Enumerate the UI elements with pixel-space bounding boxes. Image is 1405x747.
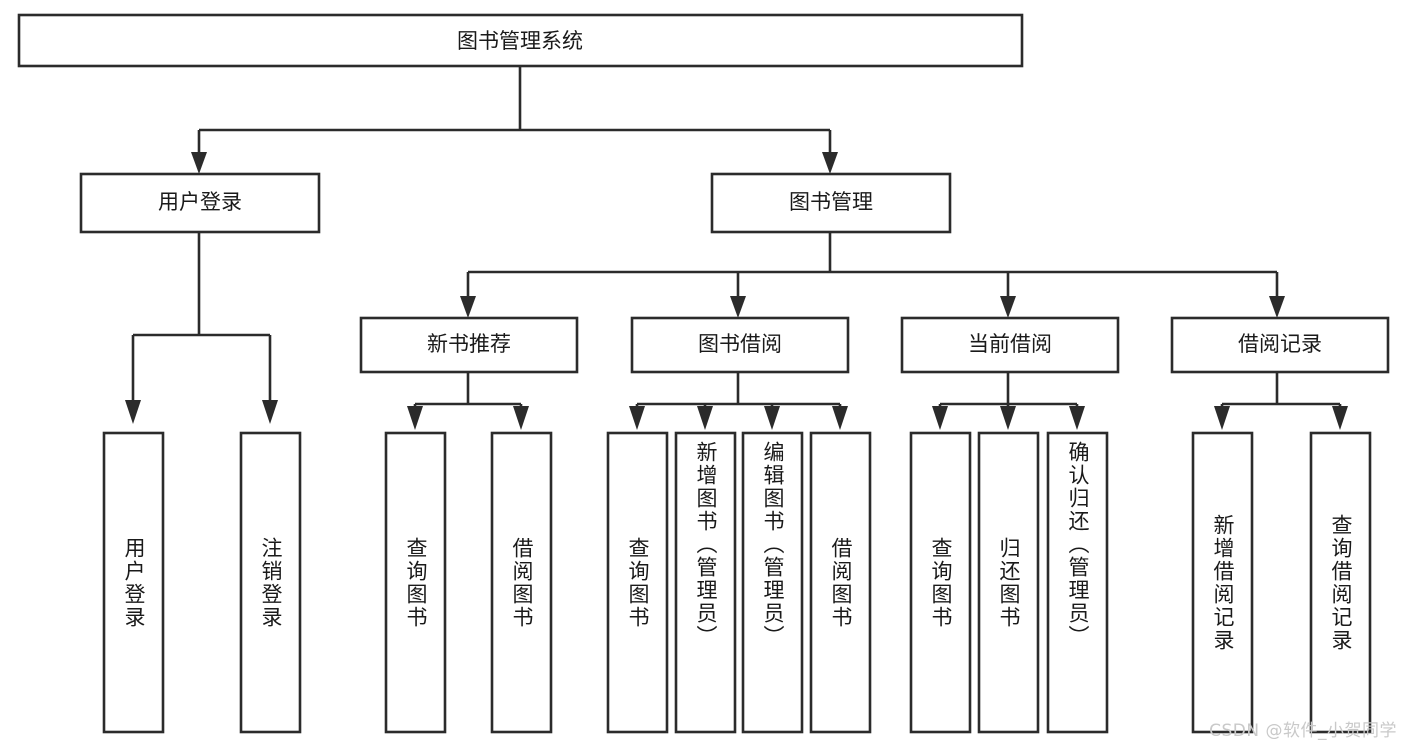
arrow-head-book-management bbox=[822, 152, 838, 174]
arrow-head-book-borrow bbox=[730, 296, 746, 318]
connector-group-current-borrow bbox=[932, 372, 1085, 430]
arrow-head-leaf-borrow-book-2 bbox=[832, 406, 848, 430]
node-new-book-recommend-label: 新书推荐 bbox=[427, 332, 511, 356]
leaf-box-query-record[interactable] bbox=[1309, 431, 1372, 734]
leaf-boxes bbox=[102, 431, 1372, 734]
node-book-management-box[interactable] bbox=[710, 172, 952, 234]
connector-group-root bbox=[191, 66, 838, 174]
arrow-head-leaf-query-record bbox=[1332, 406, 1348, 430]
node-new-book-recommend-box[interactable] bbox=[359, 316, 579, 374]
node-current-borrow[interactable]: 当前借阅 bbox=[900, 316, 1120, 374]
leaf-box-user-login[interactable] bbox=[102, 431, 165, 734]
leaf-box-edit-book[interactable] bbox=[741, 431, 804, 734]
node-new-book-recommend[interactable]: 新书推荐 bbox=[359, 316, 579, 374]
node-root[interactable]: 图书管理系统 bbox=[17, 13, 1024, 68]
connector-group-book-management bbox=[460, 232, 1285, 318]
connector-group-borrow-record bbox=[1214, 372, 1348, 430]
csdn-watermark: CSDN @软件_小贺同学 bbox=[1209, 721, 1397, 741]
leaf-box-add-record[interactable] bbox=[1191, 431, 1254, 734]
arrow-head-leaf-return-book bbox=[1000, 406, 1016, 430]
arrow-head-leaf-confirm-return bbox=[1069, 406, 1085, 430]
arrow-head-leaf-query-book-3 bbox=[932, 406, 948, 430]
leaf-box-confirm-return[interactable] bbox=[1046, 431, 1109, 734]
leaf-box-borrow-book-1[interactable] bbox=[490, 431, 553, 734]
arrow-head-leaf-add-book bbox=[697, 406, 713, 430]
node-borrow-record[interactable]: 借阅记录 bbox=[1170, 316, 1390, 374]
node-book-management-label: 图书管理 bbox=[789, 190, 873, 214]
leaf-box-logout[interactable] bbox=[239, 431, 302, 734]
arrow-head-borrow-record bbox=[1269, 296, 1285, 318]
leaf-box-add-book[interactable] bbox=[674, 431, 737, 734]
node-user-login-label: 用户登录 bbox=[158, 190, 242, 214]
connector-group-new-book-recommend bbox=[407, 372, 529, 430]
connector-group-user-login bbox=[125, 232, 278, 424]
arrow-head-leaf-add-record bbox=[1214, 406, 1230, 430]
leaf-box-query-book-1[interactable] bbox=[384, 431, 447, 734]
node-root-label: 图书管理系统 bbox=[457, 29, 583, 53]
leaf-box-borrow-book-2[interactable] bbox=[809, 431, 872, 734]
node-root-box[interactable] bbox=[17, 13, 1024, 68]
leaf-box-query-book-2[interactable] bbox=[606, 431, 669, 734]
node-borrow-record-label: 借阅记录 bbox=[1238, 332, 1322, 356]
node-book-borrow-box[interactable] bbox=[630, 316, 850, 374]
node-current-borrow-box[interactable] bbox=[900, 316, 1120, 374]
node-book-borrow[interactable]: 图书借阅 bbox=[630, 316, 850, 374]
arrow-head-current-borrow bbox=[1000, 296, 1016, 318]
arrow-head-leaf-edit-book bbox=[764, 406, 780, 430]
arrow-head-user-login bbox=[191, 152, 207, 174]
connector-group-book-borrow bbox=[629, 372, 848, 430]
leaf-box-return-book[interactable] bbox=[977, 431, 1040, 734]
arrow-head-leaf-query-book-2 bbox=[629, 406, 645, 430]
node-book-borrow-label: 图书借阅 bbox=[698, 332, 782, 356]
node-user-login-box[interactable] bbox=[79, 172, 321, 234]
arrow-head-new-book-recommend bbox=[460, 296, 476, 318]
node-user-login[interactable]: 用户登录 bbox=[79, 172, 321, 234]
arrow-head-leaf-logout bbox=[262, 400, 278, 424]
node-book-management[interactable]: 图书管理 bbox=[710, 172, 952, 234]
arrow-head-leaf-borrow-book-1 bbox=[513, 406, 529, 430]
arrow-head-leaf-query-book-1 bbox=[407, 406, 423, 430]
node-borrow-record-box[interactable] bbox=[1170, 316, 1390, 374]
arrow-head-leaf-user-login bbox=[125, 400, 141, 424]
leaf-box-query-book-3[interactable] bbox=[909, 431, 972, 734]
node-current-borrow-label: 当前借阅 bbox=[968, 332, 1052, 356]
